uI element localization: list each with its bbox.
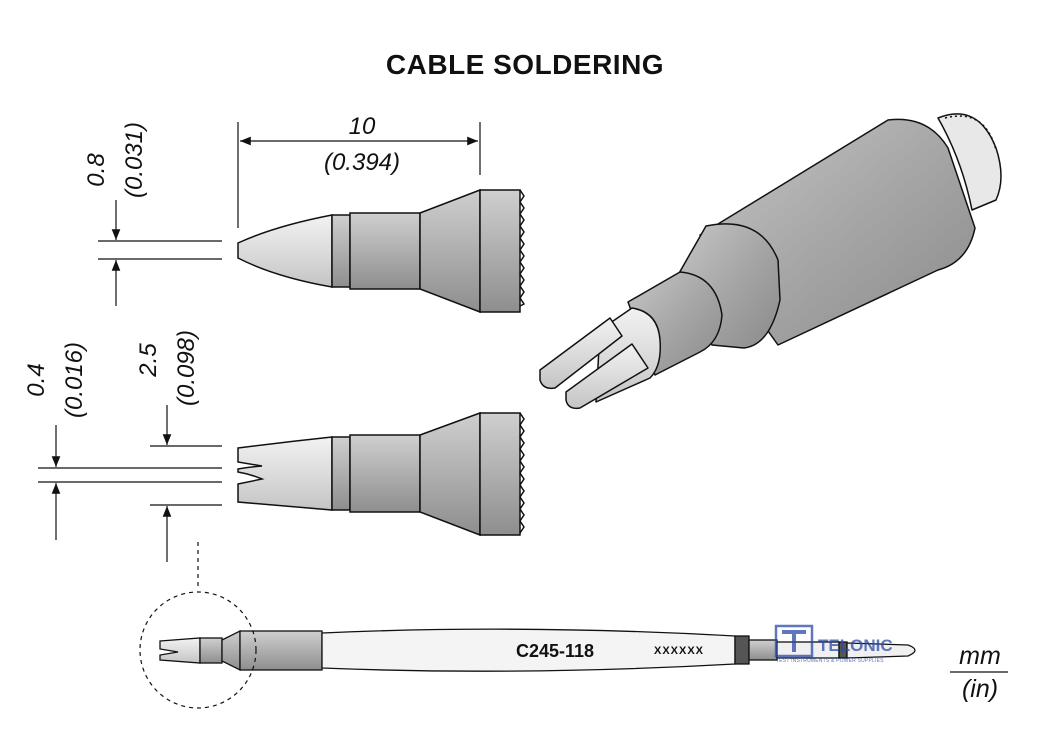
- top-view-fork-tip: [237, 411, 525, 537]
- detail-circle: [139, 591, 257, 709]
- telonic-logo-name: TELONIC: [818, 636, 893, 655]
- tip-thickness-in-label: (0.031): [121, 122, 148, 198]
- telonic-logo-mark-icon: [774, 624, 814, 658]
- cartridge-marking: XXXXXX: [654, 645, 704, 657]
- slot-width-in-label: (0.016): [61, 342, 88, 418]
- tip-thickness-mm-label: 0.8: [83, 153, 110, 187]
- part-number: C245-118: [516, 641, 594, 661]
- length-mm-label: 10: [349, 113, 376, 140]
- unit-primary: mm: [959, 642, 1001, 670]
- unit-secondary: (in): [962, 675, 998, 703]
- fork-width-in-label: (0.098): [173, 330, 200, 406]
- drawing-title: CABLE SOLDERING: [386, 49, 664, 80]
- tip-thickness-dimension: [98, 200, 222, 306]
- telonic-logo-tagline: TEST INSTRUMENTS & POWER SUPPLIES: [776, 658, 884, 664]
- fork-width-mm-label: 2.5: [135, 343, 162, 378]
- cartridge-outline: [159, 628, 916, 672]
- fork-width-dimension: [150, 405, 222, 562]
- telonic-logo: TELONIC TEST INSTRUMENTS & POWER SUPPLIE…: [774, 624, 893, 664]
- slot-width-dimension: [38, 425, 222, 540]
- length-in-label: (0.394): [324, 149, 400, 176]
- slot-width-mm-label: 0.4: [23, 363, 50, 396]
- side-view-tip: [237, 188, 526, 314]
- length-dimension: [237, 122, 481, 228]
- isometric-tip-view: [539, 113, 1002, 410]
